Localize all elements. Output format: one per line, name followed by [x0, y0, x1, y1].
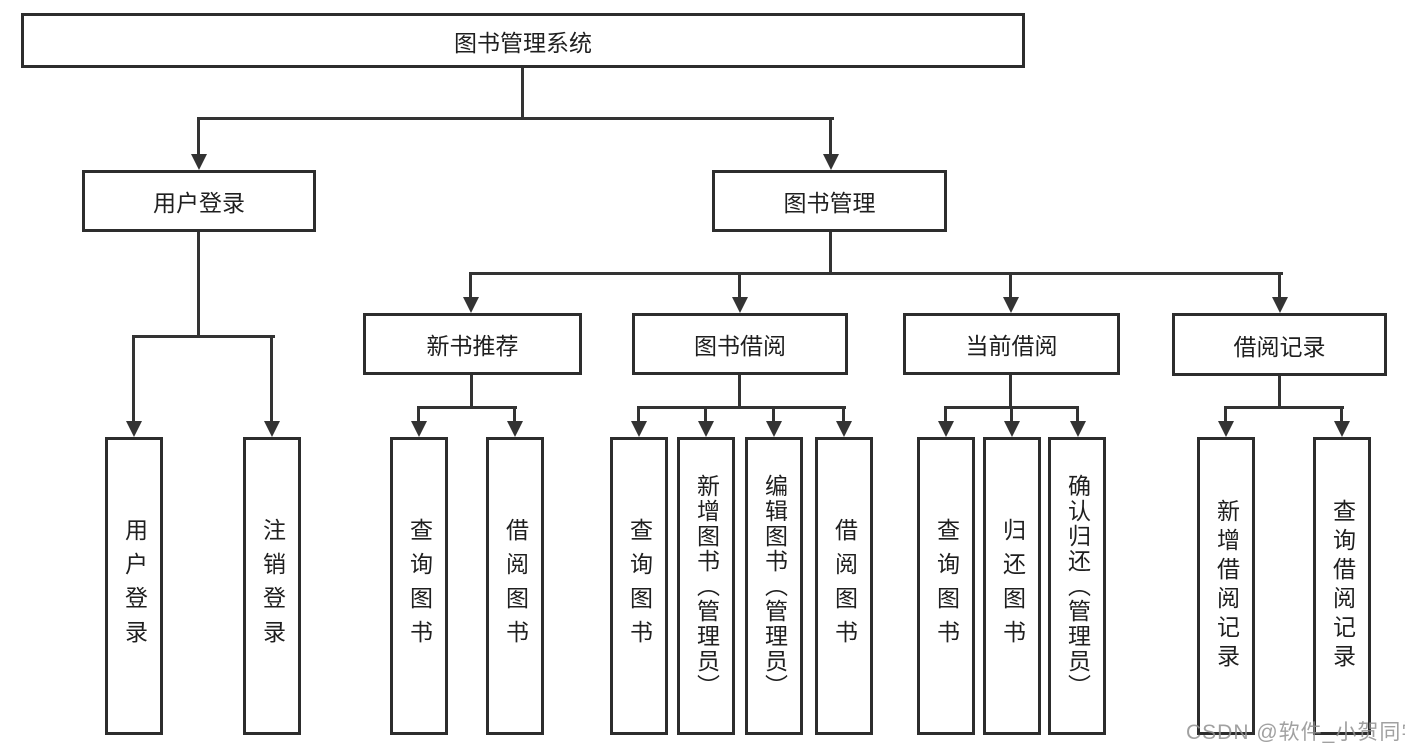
- arrow-down-icon: [766, 421, 782, 437]
- leaf-label: 用户登录: [121, 518, 148, 654]
- arrow-down-icon: [732, 297, 748, 313]
- connector-line: [1224, 406, 1227, 423]
- arrow-down-icon: [1003, 297, 1019, 313]
- leaf-label: 新增图书（管理员）: [693, 473, 720, 699]
- node-label: 图书借阅: [694, 333, 786, 359]
- leaf-label: 查询图书: [406, 518, 433, 654]
- arrow-down-icon: [698, 421, 714, 437]
- arrow-down-icon: [1272, 297, 1288, 313]
- leaf-label: 借阅图书: [831, 518, 858, 654]
- connector-line: [1010, 406, 1013, 423]
- node-borrowing-records: 借阅记录: [1172, 313, 1387, 376]
- leaf-label: 查询借阅记录: [1329, 499, 1356, 673]
- node-label: 当前借阅: [965, 333, 1058, 359]
- connector-line: [132, 335, 135, 422]
- node-library-system: 图书管理系统: [21, 13, 1025, 68]
- leaf-add-books-admin: 新增图书（管理员）: [677, 437, 735, 735]
- connector-line: [197, 117, 834, 120]
- arrow-down-icon: [1070, 421, 1086, 437]
- leaf-logout: 注销登录: [243, 437, 301, 735]
- leaf-label: 借阅图书: [502, 518, 529, 654]
- connector-line: [513, 406, 516, 423]
- arrow-down-icon: [463, 297, 479, 313]
- node-label: 用户登录: [153, 190, 245, 216]
- leaf-label: 归还图书: [999, 518, 1026, 654]
- node-user-login-branch: 用户登录: [82, 170, 316, 232]
- leaf-label: 注销登录: [259, 518, 286, 654]
- connector-line: [270, 335, 273, 422]
- node-label: 图书管理: [783, 190, 876, 216]
- connector-line: [470, 272, 1283, 275]
- connector-line: [829, 117, 832, 155]
- connector-line: [1009, 272, 1012, 298]
- node-book-management: 图书管理: [712, 170, 947, 232]
- node-label: 借阅记录: [1233, 333, 1326, 360]
- connector-line: [470, 375, 473, 409]
- leaf-confirm-return-admin: 确认归还（管理员）: [1048, 437, 1106, 735]
- arrow-down-icon: [823, 154, 839, 170]
- connector-line: [704, 406, 707, 423]
- leaf-user-login: 用户登录: [105, 437, 163, 735]
- arrow-down-icon: [1218, 421, 1234, 437]
- connector-line: [1340, 406, 1343, 423]
- leaf-query-books-recommend: 查询图书: [390, 437, 448, 735]
- leaf-query-books-borrowing: 查询图书: [610, 437, 668, 735]
- connector-line: [637, 406, 640, 423]
- leaf-query-books-current: 查询图书: [917, 437, 975, 735]
- arrow-down-icon: [126, 421, 142, 437]
- connector-line: [637, 406, 846, 409]
- leaf-label: 确认归还（管理员）: [1064, 473, 1091, 699]
- leaf-borrow-books-recommend: 借阅图书: [486, 437, 544, 735]
- arrow-down-icon: [1004, 421, 1020, 437]
- connector-line: [842, 406, 845, 423]
- connector-line: [521, 68, 524, 120]
- arrow-down-icon: [631, 421, 647, 437]
- arrow-down-icon: [938, 421, 954, 437]
- leaf-label: 查询图书: [933, 518, 960, 654]
- connector-line: [1009, 375, 1012, 409]
- leaf-label: 新增借阅记录: [1213, 499, 1240, 673]
- leaf-borrow-books: 借阅图书: [815, 437, 873, 735]
- csdn-watermark: CSDN @软件_小贺同学: [1186, 721, 1405, 744]
- connector-line: [738, 272, 741, 298]
- arrow-down-icon: [836, 421, 852, 437]
- connector-line: [417, 406, 420, 423]
- leaf-label: 查询图书: [626, 518, 653, 654]
- node-current-borrowing: 当前借阅: [903, 313, 1120, 375]
- leaf-add-borrow-record: 新增借阅记录: [1197, 437, 1255, 735]
- connector-line: [197, 117, 200, 155]
- node-label: 图书管理系统: [454, 29, 592, 56]
- arrow-down-icon: [191, 154, 207, 170]
- connector-line: [1278, 376, 1281, 409]
- connector-line: [132, 335, 275, 338]
- connector-line: [469, 272, 472, 298]
- connector-line: [1224, 406, 1344, 409]
- connector-line: [772, 406, 775, 423]
- connector-line: [829, 232, 832, 275]
- connector-line: [944, 406, 947, 423]
- connector-line: [738, 375, 741, 409]
- arrow-down-icon: [507, 421, 523, 437]
- leaf-edit-books-admin: 编辑图书（管理员）: [745, 437, 803, 735]
- arrow-down-icon: [264, 421, 280, 437]
- arrow-down-icon: [411, 421, 427, 437]
- node-label: 新书推荐: [426, 333, 519, 359]
- arrow-down-icon: [1334, 421, 1350, 437]
- leaf-label: 编辑图书（管理员）: [761, 473, 788, 699]
- connector-line: [197, 232, 200, 338]
- connector-line: [1076, 406, 1079, 423]
- leaf-query-borrow-record: 查询借阅记录: [1313, 437, 1371, 735]
- node-book-borrowing: 图书借阅: [632, 313, 848, 375]
- connector-line: [417, 406, 517, 409]
- connector-line: [1278, 272, 1281, 298]
- leaf-return-books: 归还图书: [983, 437, 1041, 735]
- node-new-book-recommend: 新书推荐: [363, 313, 582, 375]
